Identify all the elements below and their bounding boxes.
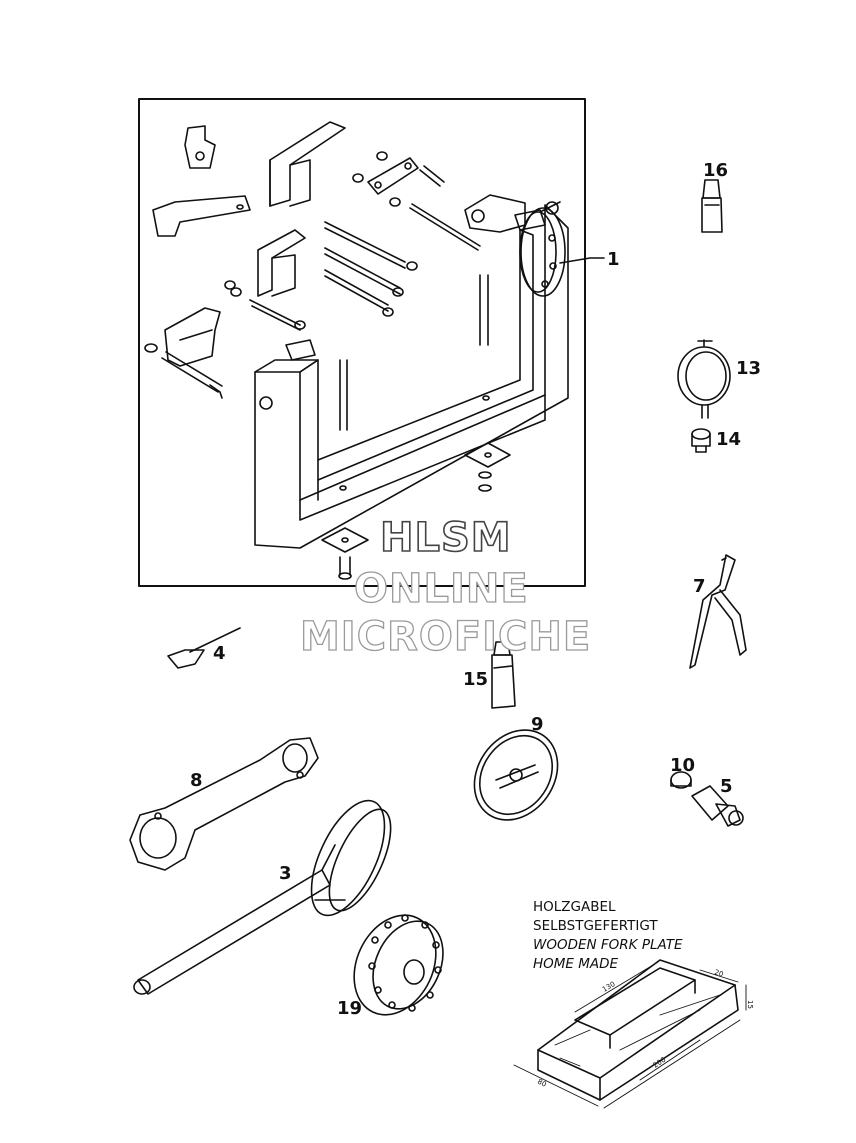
item-5-puller [691, 785, 744, 827]
watermark-line-1: HLSM [379, 514, 512, 562]
note-wooden-fork-plate: WOODEN FORK PLATE [533, 937, 683, 953]
item-15-bottle [491, 641, 516, 709]
item-13-dial-gauge [677, 339, 731, 419]
item-19-flywheel-puller [353, 914, 444, 1016]
item-9-disc [473, 729, 559, 821]
item-7-circlip-pliers [689, 554, 747, 669]
dim-15: 15 [746, 1000, 754, 1009]
leader-line-1 [559, 257, 605, 264]
item-3-clutch-holder [133, 799, 392, 995]
callout-19: 19 [337, 998, 363, 1019]
callout-16: 16 [703, 160, 729, 181]
watermark-line-3: MICROFICHE [299, 613, 592, 660]
callout-4: 4 [213, 643, 226, 664]
callout-1: 1 [607, 249, 620, 270]
item-16-sealant-bottle [701, 179, 723, 233]
callout-8: 8 [190, 770, 203, 791]
item-10-cap [670, 771, 692, 789]
callout-13: 13 [736, 358, 762, 379]
callout-10: 10 [670, 755, 696, 776]
item-4-tool [167, 627, 241, 669]
note-holzgabel: HOLZGABEL [533, 899, 616, 915]
wooden-fork-plate-illustration [513, 959, 747, 1109]
callout-7: 7 [693, 576, 706, 597]
callout-9: 9 [531, 714, 544, 735]
callout-3: 3 [279, 863, 292, 884]
callout-14: 14 [716, 429, 742, 450]
callout-15: 15 [463, 669, 489, 690]
kit-frame-box [138, 98, 586, 587]
item-8-double-wrench [129, 737, 319, 871]
dim-20: 20 [713, 968, 724, 978]
callout-5: 5 [720, 776, 733, 797]
watermark-line-2: ONLINE [353, 565, 529, 612]
dim-80: 80 [536, 1078, 548, 1089]
engine-stand-illustration [254, 194, 569, 580]
note-home-made: HOME MADE [533, 956, 619, 972]
mounting-brackets-illustration [144, 121, 481, 399]
note-selbstgefertigt: SELBSTGEFERTIGT [533, 918, 658, 934]
item-14-gauge-adapter [691, 428, 711, 453]
